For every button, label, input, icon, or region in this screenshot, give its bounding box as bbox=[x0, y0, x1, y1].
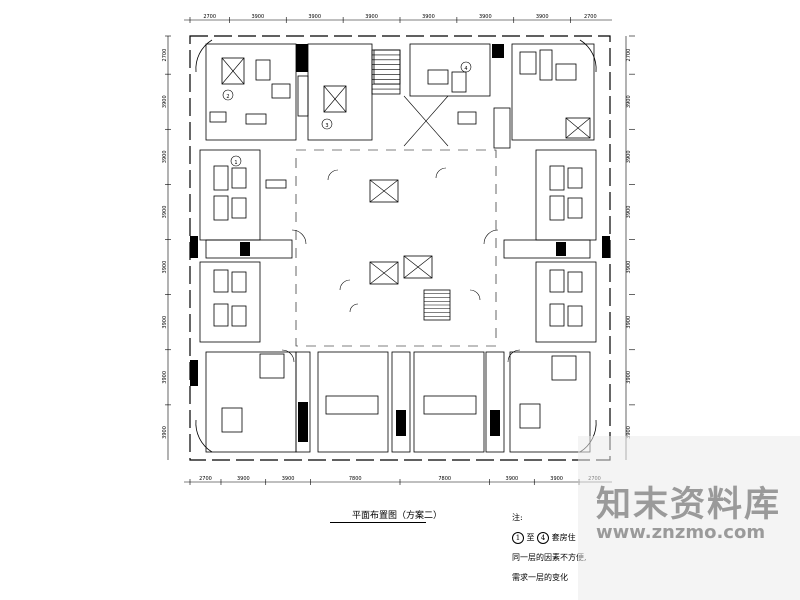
dim-top-label: 3900 bbox=[251, 14, 264, 20]
dim-top-label: 3900 bbox=[365, 14, 378, 20]
notes-line-3: 需求一层的变化 bbox=[512, 573, 568, 582]
dim-left-label: 3900 bbox=[162, 150, 168, 163]
dim-right-label: 3900 bbox=[626, 371, 632, 384]
circle-end: 4 bbox=[537, 532, 550, 544]
dim-bottom-label: 2700 bbox=[199, 476, 212, 482]
courtyard bbox=[327, 167, 481, 321]
dim-right-label: 3900 bbox=[626, 261, 632, 274]
dim-bottom-label: 3900 bbox=[237, 476, 250, 482]
dim-right-label: 3900 bbox=[626, 95, 632, 108]
svg-text:2: 2 bbox=[226, 94, 229, 100]
dim-left-label: 2700 bbox=[162, 49, 168, 62]
unit-top-center bbox=[307, 43, 504, 147]
watermark-url: www.znzmo.com bbox=[596, 522, 766, 543]
dim-right-label: 3900 bbox=[626, 150, 632, 163]
dim-top-label: 3900 bbox=[479, 14, 492, 20]
dim-bottom-label: 7800 bbox=[438, 476, 451, 482]
drawing-caption: 平面布置图（方案二） bbox=[352, 511, 443, 521]
dim-top-label: 3900 bbox=[308, 14, 321, 20]
notes-block: 注: 1 至 4 套房住 同一层的因素不方便, 需求一层的变化 bbox=[512, 508, 587, 588]
units-right bbox=[503, 149, 610, 343]
dim-left-label: 3900 bbox=[162, 316, 168, 329]
notes-line-1: 1 至 4 套房住 bbox=[512, 528, 587, 548]
dim-bottom-label: 3900 bbox=[550, 476, 563, 482]
dim-right-label: 2700 bbox=[626, 49, 632, 62]
dim-left-label: 3900 bbox=[162, 426, 168, 439]
dim-left-label: 3900 bbox=[162, 95, 168, 108]
dim-bottom-label: 3900 bbox=[506, 476, 519, 482]
stair-outline bbox=[371, 49, 401, 95]
dim-top-label: 3900 bbox=[422, 14, 435, 20]
circle-start: 1 bbox=[512, 532, 524, 544]
units-left bbox=[190, 149, 293, 386]
unit-top-right bbox=[493, 43, 595, 149]
unit-marker-1: 1 bbox=[230, 155, 242, 167]
unit-marker-3: 3 bbox=[321, 118, 333, 130]
dim-top-label: 2700 bbox=[203, 14, 216, 20]
dim-top-label: 2700 bbox=[584, 14, 597, 20]
watermark-panel bbox=[578, 436, 800, 600]
unit-top-left bbox=[205, 43, 309, 141]
dim-left-label: 3900 bbox=[162, 261, 168, 274]
notes-heading: 注: bbox=[512, 513, 523, 522]
dim-left-label: 3900 bbox=[162, 206, 168, 219]
units-bottom bbox=[205, 351, 591, 453]
svg-text:4: 4 bbox=[464, 66, 467, 72]
dim-right-label: 3900 bbox=[626, 316, 632, 329]
dim-bottom-label: 3900 bbox=[282, 476, 295, 482]
dim-bottom-label: 7800 bbox=[349, 476, 362, 482]
notes-connector: 至 bbox=[526, 533, 535, 542]
unit-marker-2: 2 bbox=[222, 89, 234, 101]
dim-left-label: 3900 bbox=[162, 371, 168, 384]
caption-underline bbox=[330, 522, 426, 523]
svg-text:3: 3 bbox=[325, 123, 328, 129]
watermark-brand: 知末资料库 bbox=[596, 485, 782, 525]
notes-line-1-rest: 套房住 bbox=[551, 533, 576, 542]
svg-text:1: 1 bbox=[234, 160, 237, 166]
unit-marker-4: 4 bbox=[460, 61, 472, 73]
notes-line-2: 同一层的因素不方便, bbox=[512, 553, 587, 562]
dim-right-label: 3900 bbox=[626, 426, 632, 439]
dim-right-label: 3900 bbox=[626, 206, 632, 219]
dim-top-label: 3900 bbox=[536, 14, 549, 20]
